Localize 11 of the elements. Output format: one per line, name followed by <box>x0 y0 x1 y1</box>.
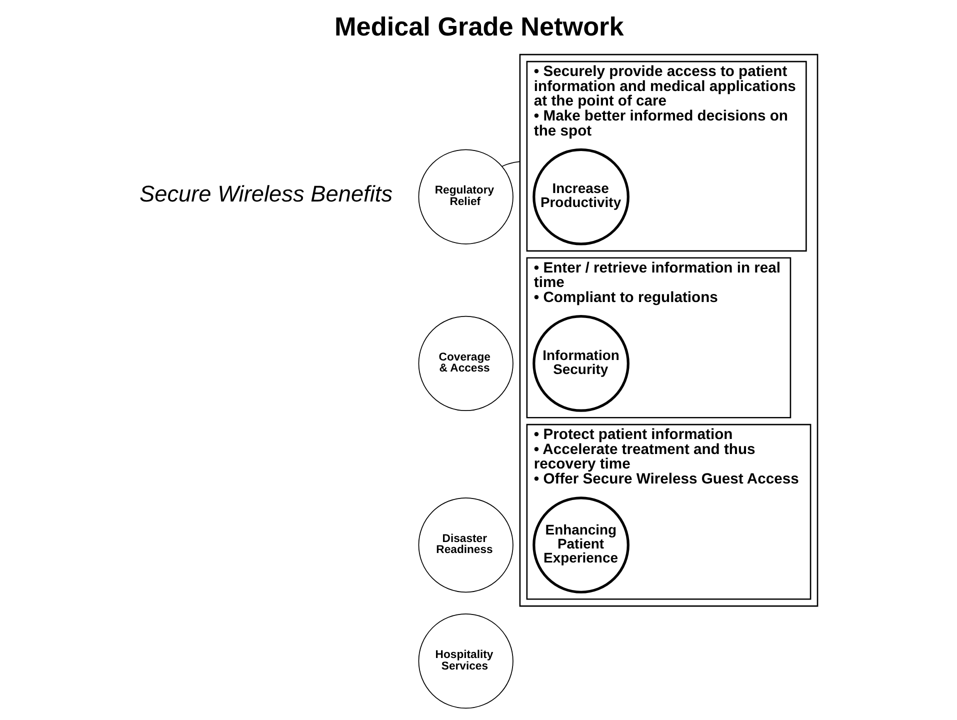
node-circle: Hospitality Services <box>418 614 514 709</box>
diagram-title: Medical Grade Network <box>334 11 624 42</box>
node-circle: Disaster Readiness <box>418 497 514 593</box>
node-circle: Coverage & Access <box>418 316 514 412</box>
connector <box>502 161 520 167</box>
node-circle: Information Security <box>532 315 630 412</box>
node-circle: Increase Productivity <box>532 148 630 246</box>
label: Secure Wireless Benefits <box>139 180 393 206</box>
cluster <box>519 54 818 607</box>
node-circle: Enhancing Patient Experience <box>532 496 630 594</box>
node-circle: Regulatory Relief <box>418 149 514 244</box>
